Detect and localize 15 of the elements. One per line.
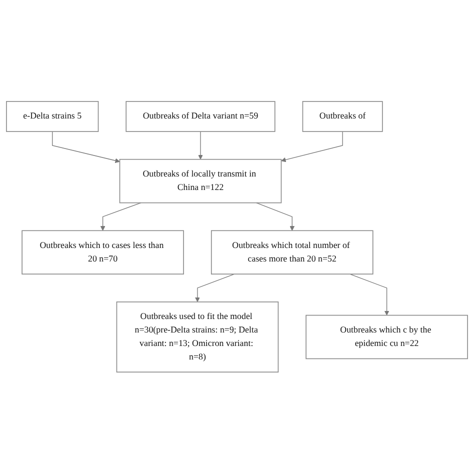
arrow [195, 274, 235, 302]
node-box: Outbreaks used to fit the model n=30(pre-Delta strains: n=9; Delta variant: n=13; Omicron variant: n=8) [116, 302, 279, 373]
arrow [256, 202, 295, 232]
arrow [198, 131, 203, 160]
arrow [281, 131, 343, 162]
node-box: Outbreaks which total number of cases more than 20 n=52 [210, 230, 374, 275]
node-box: Outbreaks which c by the epidemic cu n=22 [306, 315, 468, 360]
node-box: Outbreaks of [302, 101, 383, 132]
node-box: Outbreaks of Delta variant n=59 [126, 101, 276, 132]
arrow [52, 131, 120, 164]
node-box: e-Delta strains 5 [6, 101, 99, 132]
arrow [100, 202, 142, 232]
node-box: Outbreaks which to cases less than 20 n=70 [22, 230, 184, 275]
node-box: Outbreaks of locally transmit in China n=122 [119, 159, 282, 204]
arrow [349, 274, 390, 316]
